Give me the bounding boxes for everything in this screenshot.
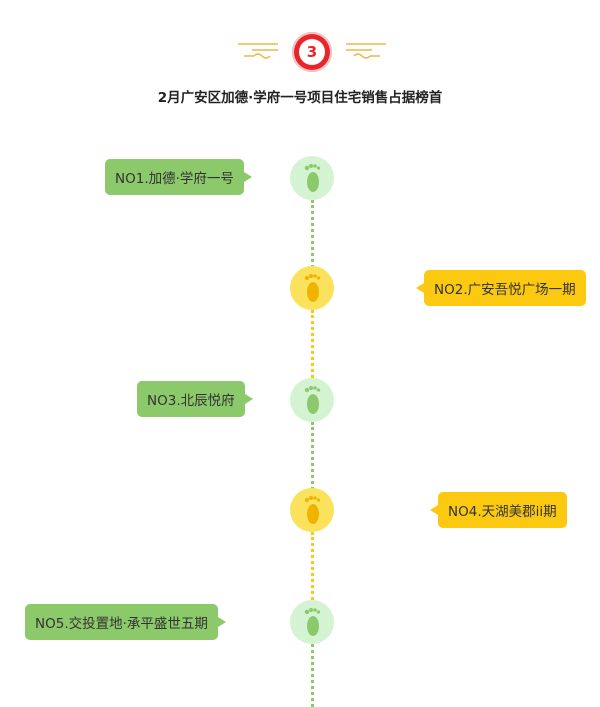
footprint-icon (304, 608, 321, 636)
cloud-ornament-left-icon (238, 43, 278, 59)
ranking-label: NO2.广安吾悦广场一期 (434, 282, 576, 298)
ranking-item-3: NO3.北辰悦府 (137, 381, 253, 417)
timeline-segment (311, 422, 317, 490)
ranking-item-2: NO2.广安吾悦广场一期 (416, 270, 586, 306)
cloud-ornament-right-icon (346, 43, 386, 59)
timeline-node (290, 600, 334, 644)
timeline-node (290, 266, 334, 310)
timeline-segment (311, 532, 317, 600)
ranking-label: NO5.交投置地·承平盛世五期 (35, 616, 208, 632)
ranking-label: NO1.加德·学府一号 (115, 171, 234, 187)
timeline-segment (311, 310, 317, 378)
footprint-icon (304, 496, 321, 524)
footprint-icon (304, 274, 321, 302)
timeline-segment (311, 200, 317, 268)
ranking-label: NO4.天湖美郡ii期 (448, 504, 557, 520)
rank-number-badge: 3 (292, 32, 332, 72)
badge-number: 3 (299, 39, 325, 65)
ranking-item-1: NO1.加德·学府一号 (105, 159, 252, 195)
page-title: 2月广安区加德·学府一号项目住宅销售占据榜首 (157, 90, 443, 106)
ranking-item-5: NO5.交投置地·承平盛世五期 (25, 604, 226, 640)
timeline-node (290, 156, 334, 200)
footprint-icon (304, 164, 321, 192)
ranking-label: NO3.北辰悦府 (147, 393, 235, 409)
footprint-icon (304, 386, 321, 414)
timeline-node (290, 488, 334, 532)
timeline-node (290, 378, 334, 422)
timeline-segment (311, 644, 317, 707)
header-decoration: 3 (0, 14, 600, 72)
ranking-item-4: NO4.天湖美郡ii期 (430, 492, 567, 528)
